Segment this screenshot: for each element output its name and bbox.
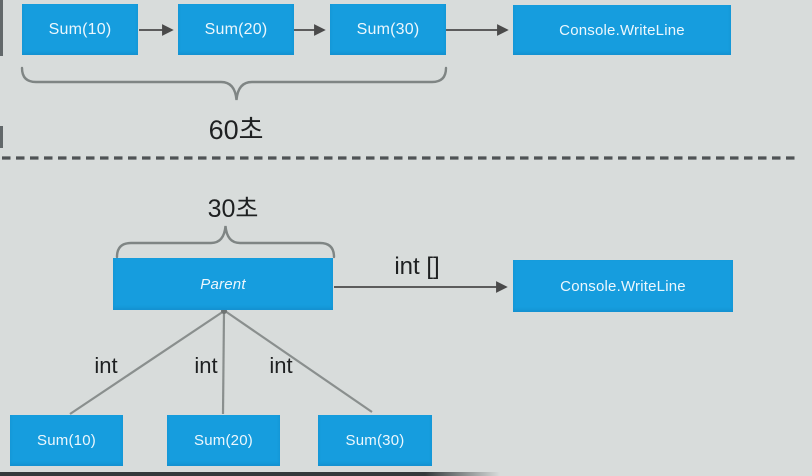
bottom-edge-artifact	[0, 472, 500, 476]
left-edge-artifact-mid	[0, 126, 3, 148]
bottom-sum30-box: Sum(30)	[318, 415, 432, 466]
parent-child-lines	[69, 308, 373, 415]
bottom-sum20-box: Sum(20)	[167, 415, 280, 466]
total-time-30s-label: 30초	[207, 195, 259, 223]
bottom-sum10-box: Sum(10)	[10, 415, 123, 466]
top-sum20-box: Sum(20)	[178, 4, 294, 55]
top-sum30-box: Sum(30)	[330, 4, 446, 55]
edge-label-int-right: int	[269, 353, 293, 378]
bottom-console-writeline-box: Console.WriteLine	[513, 260, 733, 312]
underbrace-60s	[20, 66, 448, 101]
top-sum10-box: Sum(10)	[22, 4, 138, 55]
edge-label-int-left: int	[94, 353, 118, 378]
edge-label-int-middle: int	[194, 353, 218, 378]
overbrace-30s	[115, 225, 336, 259]
return-type-int-array-label: int []	[394, 253, 440, 280]
parent-box: Parent	[113, 258, 333, 310]
left-edge-artifact-top	[0, 0, 3, 56]
top-console-writeline-box: Console.WriteLine	[513, 5, 731, 55]
total-time-60s-label: 60초	[208, 114, 264, 145]
